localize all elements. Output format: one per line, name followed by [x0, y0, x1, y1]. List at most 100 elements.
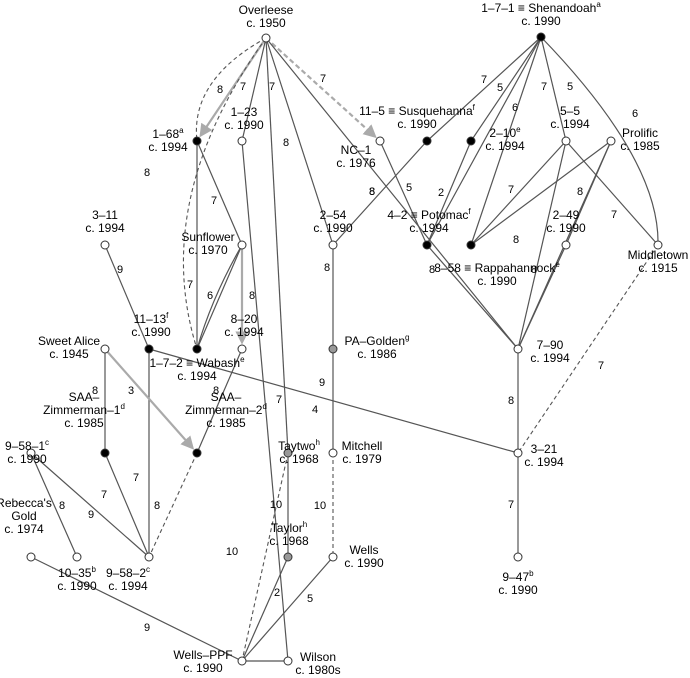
node-name: Sweet Alice: [38, 334, 100, 348]
edge-overleese-wabash: [183, 37, 267, 350]
edge-label: 8: [531, 264, 537, 276]
edge-label: 10: [226, 546, 238, 558]
node-date: c. 1994: [409, 221, 449, 235]
edge-label: 5: [406, 182, 412, 194]
edge-n249-n790: [517, 244, 567, 350]
node-date: c. 1970: [188, 243, 228, 257]
node-saaz1: [100, 448, 110, 458]
node-n168: [192, 136, 202, 146]
node-wells: [328, 552, 338, 562]
edge-label: 8: [324, 262, 330, 274]
node-label-n321: 3–21c. 1994: [524, 442, 564, 469]
node-middletown: [653, 240, 663, 250]
node-name: 2–10e: [489, 125, 521, 140]
node-date: c. 1915: [638, 261, 678, 275]
edge-label: 8: [369, 186, 375, 198]
node-date: c. 1990: [521, 14, 561, 28]
node-layer: [26, 32, 663, 666]
node-date: c. 1945: [49, 347, 89, 361]
node-name: Taytwoh: [278, 438, 320, 453]
edge-n9581-n9582: [30, 452, 150, 558]
edge-label: 6: [512, 102, 518, 114]
edge-label: 7: [211, 195, 217, 207]
node-name: 2–49: [553, 208, 580, 222]
edge-label: 8: [249, 290, 255, 302]
node-name: PA–Goldeng: [345, 333, 410, 348]
node-name: Taylorh: [271, 520, 307, 535]
node-name: Middletown: [628, 248, 689, 262]
edge-n9581-n1035: [30, 452, 78, 558]
node-name: SAA–: [211, 390, 242, 404]
node-name: 11–5 ≡ Susquehannaf: [359, 103, 476, 118]
node-label-n9581: 9–58–1cc. 1990: [5, 438, 49, 466]
edge-label: 7: [611, 209, 617, 221]
edge-overleese-n168: [195, 37, 267, 142]
edge-label: 7: [187, 279, 193, 291]
edge-sunflower-wabash: [196, 244, 243, 350]
node-name: 9–58–1c: [5, 438, 49, 453]
node-date: c. 1990: [131, 325, 171, 339]
node-date: c. 1985: [620, 139, 660, 153]
node-date: c. 1994: [85, 221, 125, 235]
edge-susquehanna-n254: [332, 140, 428, 246]
node-name: NC–1: [341, 143, 372, 157]
node-label-n55: 5–5c. 1994: [550, 104, 590, 131]
node-date: c. 1994: [550, 117, 590, 131]
node-name: 9–47b: [502, 569, 534, 584]
node-date: c. 1990: [183, 661, 223, 675]
node-shenandoah: [536, 32, 546, 42]
node-label-n123: 1–23c. 1990: [224, 105, 264, 132]
edge-label: 7: [276, 394, 282, 406]
node-date: c. 1994: [108, 579, 148, 593]
node-n254: [328, 240, 338, 250]
node-date: c. 1985: [64, 416, 104, 430]
node-name: Wells: [349, 543, 378, 557]
node-n1035: [72, 552, 82, 562]
edge-sweetalice-saaz2: [104, 348, 195, 450]
edge-label: 8: [92, 385, 98, 397]
node-n55: [561, 136, 571, 146]
node-name: 7–90: [537, 338, 564, 352]
node-date: c. 1990: [546, 221, 586, 235]
edge-nc1-potomac: [379, 140, 428, 246]
edge-shenandoah-middletown: [540, 36, 659, 246]
node-date: c. 1994: [524, 455, 564, 469]
node-saaz2: [192, 448, 202, 458]
node-potomac: [422, 240, 432, 250]
node-name: 8–20: [231, 312, 258, 326]
node-name: SAA–: [69, 390, 100, 404]
edge-label: 2: [274, 587, 280, 599]
node-name: Wells–PPF: [173, 648, 232, 662]
node-date: c. 1990: [313, 221, 353, 235]
node-date: c. 1994: [177, 369, 217, 383]
node-name: Prolific: [622, 126, 658, 140]
edge-label: 9: [144, 622, 150, 634]
node-name: Sunflower: [181, 230, 234, 244]
node-date: c. 1968: [279, 452, 319, 466]
node-name: 1–7–2 ≡ Wabashe: [149, 355, 245, 370]
node-date: c. 1980s: [295, 663, 340, 677]
node-name: 4–2 ≡ Potomacf: [387, 207, 471, 222]
edge-saaz1-n9582: [104, 452, 150, 558]
node-date: c. 1950: [246, 16, 286, 30]
node-prolific: [606, 136, 616, 146]
edge-overleese-n168: [199, 37, 267, 138]
edge-taylor-wellsppf: [241, 556, 289, 662]
node-date: c. 1990: [477, 274, 517, 288]
edge-shenandoah-susquehanna: [426, 36, 542, 142]
node-label-n249: 2–49c. 1990: [546, 208, 586, 235]
node-name: 1–23: [231, 105, 258, 119]
edge-n311-n1113: [104, 244, 150, 350]
edge-label: 7: [101, 489, 107, 501]
node-n820: [237, 344, 247, 354]
